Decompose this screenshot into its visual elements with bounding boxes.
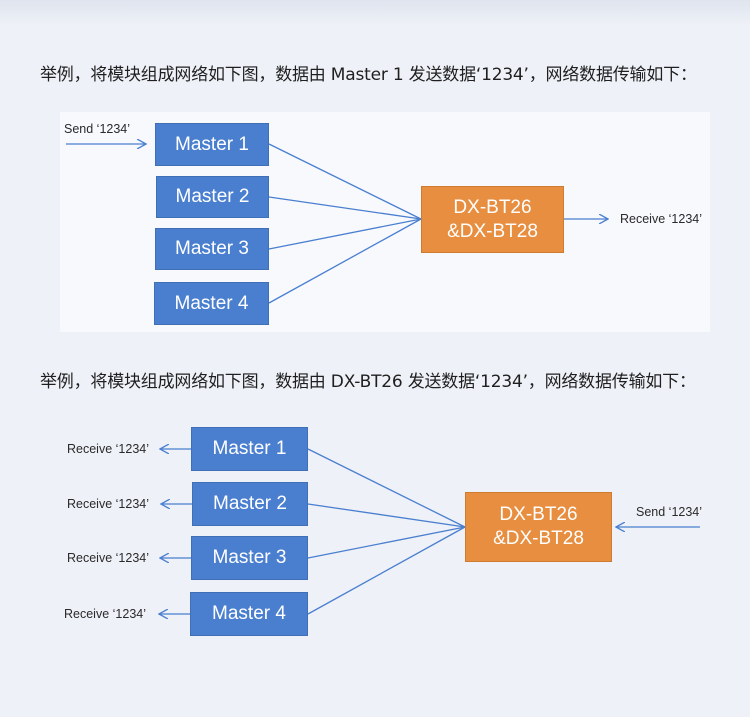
d2-receive-label-2: Receive ‘1234’	[67, 497, 149, 511]
d2-master-1: Master 1	[191, 427, 308, 471]
d2-receive-label-4: Receive ‘1234’	[64, 607, 146, 621]
d1-master-1: Master 1	[155, 123, 269, 166]
d2-send-label: Send ‘1234’	[636, 505, 703, 519]
top-shade	[0, 0, 750, 26]
d1-hub-line-2: &DX-BT28	[447, 220, 538, 242]
d2-link-master-4	[307, 526, 466, 615]
d1-link-master-4	[268, 218, 422, 304]
d1-hub: DX-BT26 &DX-BT28	[421, 186, 564, 253]
d2-receive-label-3: Receive ‘1234’	[67, 551, 149, 565]
caption-1: 举例，将模块组成网络如下图，数据由 Master 1 发送数据‘1234’，网络…	[40, 65, 697, 85]
d2-hub-line-2: &DX-BT28	[493, 528, 584, 549]
d1-master-4: Master 4	[154, 282, 269, 325]
d1-link-master-1	[268, 143, 422, 220]
d1-master-2: Master 2	[156, 176, 269, 218]
d2-link-master-1	[307, 448, 466, 528]
d1-link-master-3	[268, 218, 422, 250]
d2-master-3: Master 3	[191, 536, 308, 580]
d2-hub: DX-BT26 &DX-BT28	[465, 492, 612, 562]
d1-receive-label: Receive ‘1234’	[620, 212, 702, 226]
d2-link-master-3	[307, 526, 466, 559]
d1-master-3: Master 3	[155, 228, 269, 270]
d2-master-4: Master 4	[190, 592, 308, 636]
d1-send-label: Send ‘1234’	[64, 122, 131, 136]
d2-receive-label-1: Receive ‘1234’	[67, 442, 149, 456]
d2-master-2: Master 2	[192, 482, 308, 526]
d1-hub-line-1: DX-BT26	[453, 196, 532, 218]
caption-2: 举例，将模块组成网络如下图，数据由 DX-BT26 发送数据‘1234’，网络数…	[40, 372, 696, 392]
d2-hub-line-1: DX-BT26	[499, 504, 578, 525]
d1-link-master-2	[268, 196, 422, 220]
d2-link-master-2	[307, 503, 466, 528]
